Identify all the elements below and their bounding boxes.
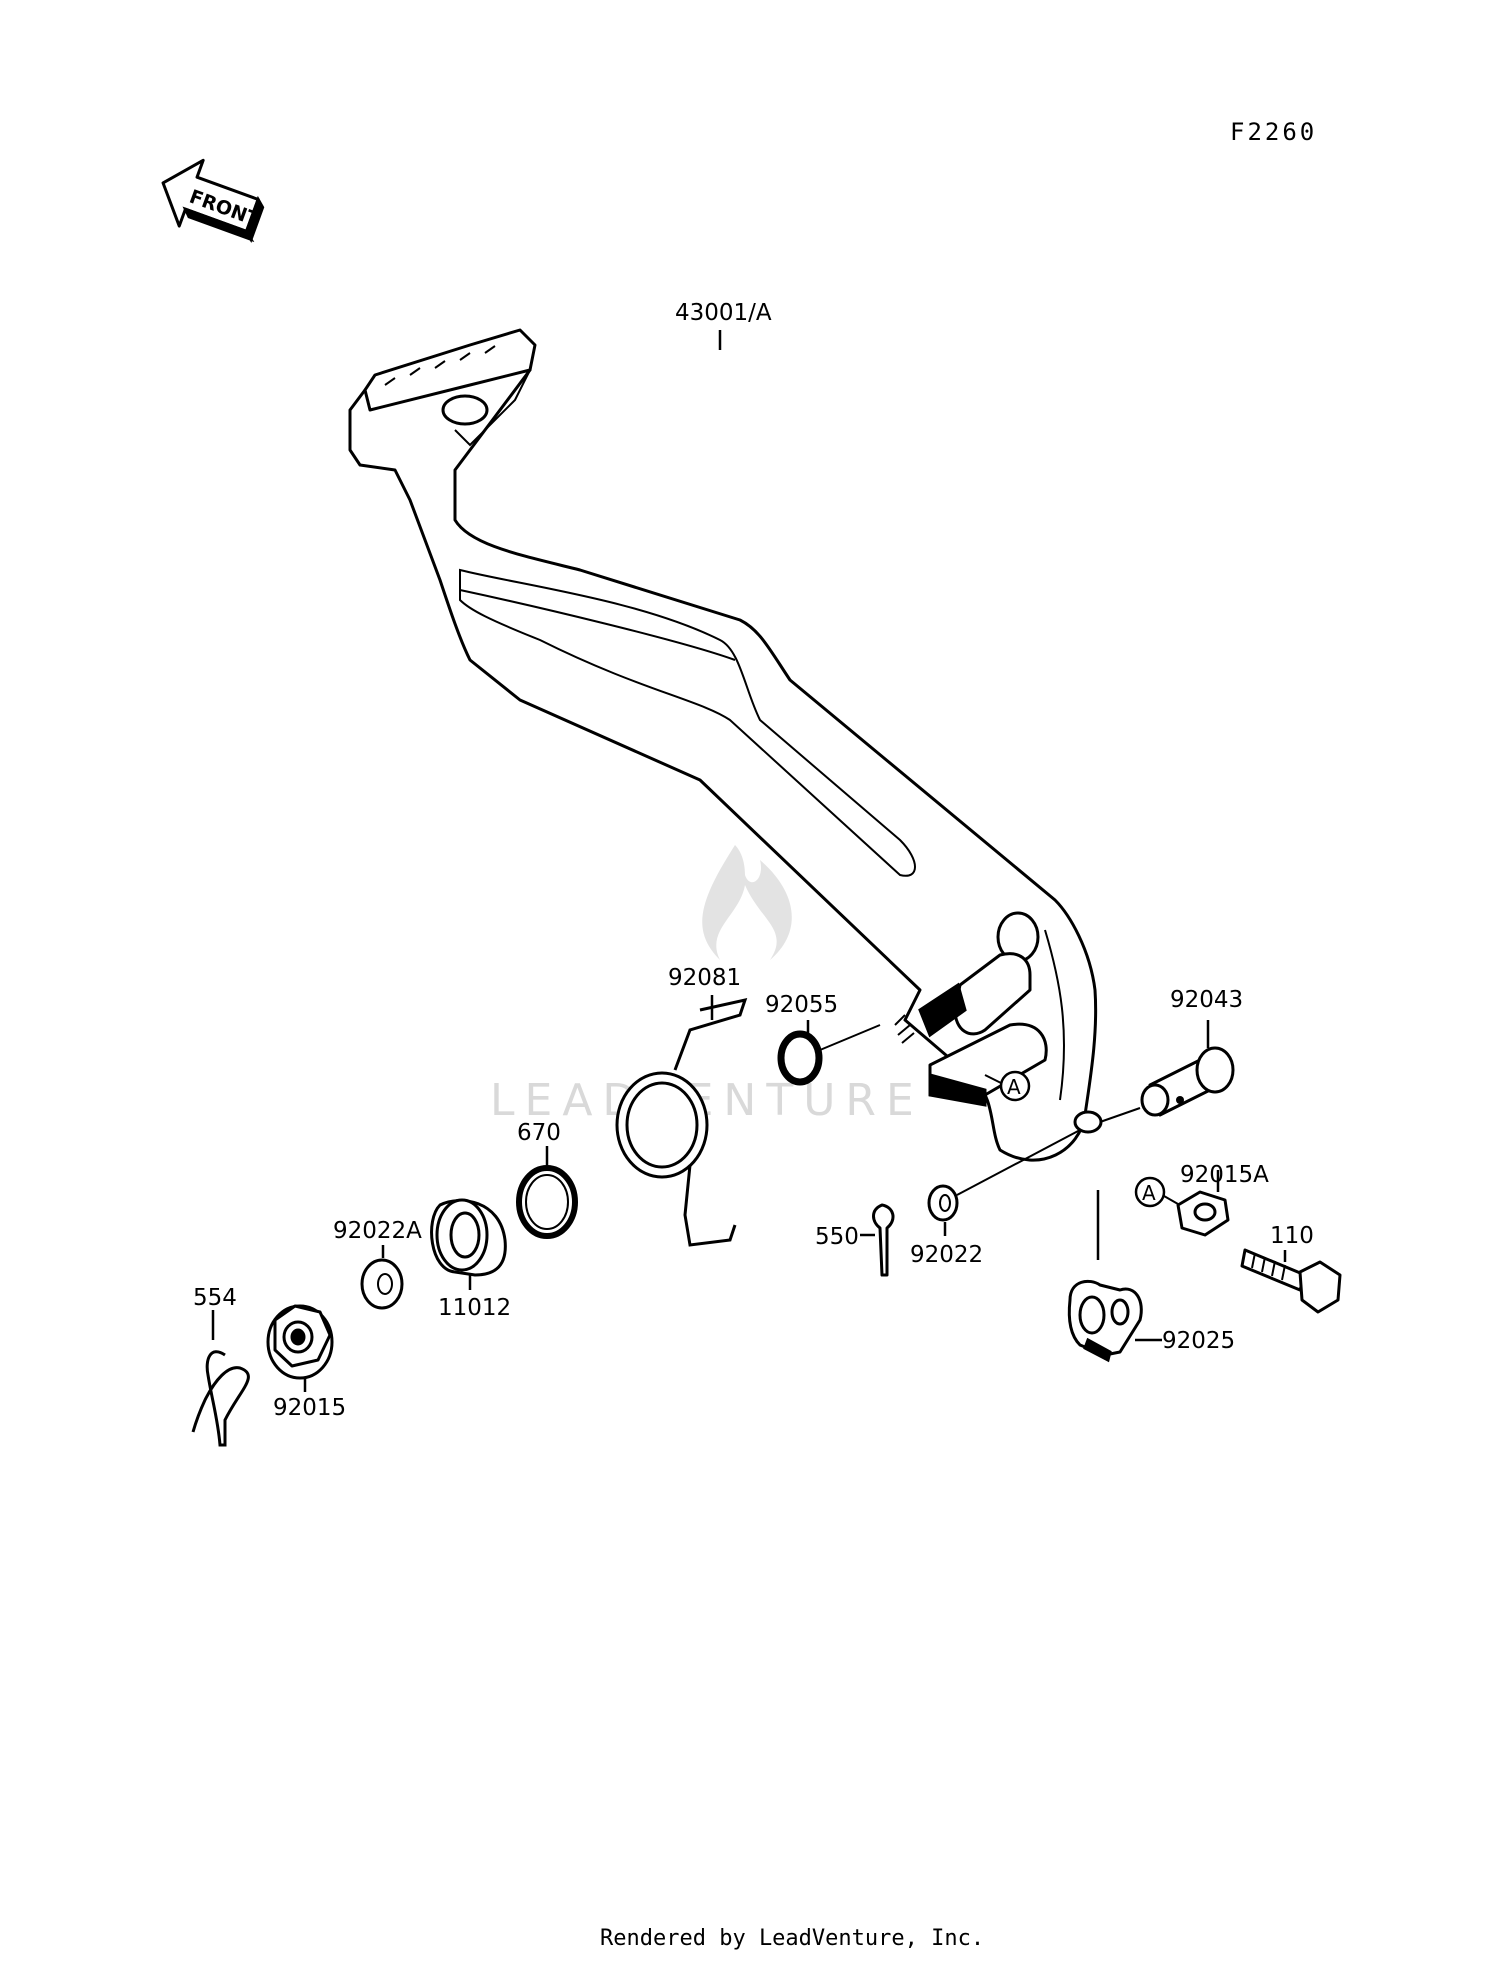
seal-11012: [430, 1198, 507, 1277]
o-ring-92055: [777, 1024, 881, 1086]
bolt-110: [1240, 1248, 1342, 1314]
ref-marker-a-cam: A: [984, 1070, 1031, 1102]
ref-marker-a-nut: A: [1134, 1176, 1179, 1208]
bracket-92025: [1067, 1190, 1143, 1363]
label-110: 110: [1270, 1223, 1314, 1249]
washer-92022: [927, 1129, 1081, 1222]
front-arrow: FRONT: [161, 158, 265, 243]
o-ring-670: [516, 1165, 578, 1239]
cotter-pin-550: [872, 1203, 895, 1277]
watermark-flame-icon: [702, 845, 792, 960]
spring-92081: [615, 997, 748, 1247]
label-92025: 92025: [1162, 1328, 1235, 1354]
label-92055: 92055: [765, 992, 838, 1018]
label-43001A: 43001/A: [675, 300, 772, 326]
nut-92015A: [1176, 1190, 1230, 1237]
svg-text:A: A: [1007, 1075, 1021, 1099]
flange-nut-92015: [266, 1304, 334, 1380]
label-550: 550: [815, 1224, 859, 1250]
r-clip-554: [191, 1350, 250, 1447]
svg-text:A: A: [1142, 1181, 1156, 1205]
label-92022A: 92022A: [333, 1218, 422, 1244]
clevis-pin-92043: [1099, 1046, 1235, 1123]
label-92081: 92081: [668, 965, 741, 991]
label-92015A: 92015A: [1180, 1162, 1269, 1188]
label-92015: 92015: [273, 1395, 346, 1421]
brake-pedal-part: [348, 328, 1103, 1162]
label-92022: 92022: [910, 1242, 983, 1268]
label-11012: 11012: [438, 1295, 511, 1321]
washer-92022A: [360, 1258, 404, 1310]
label-670: 670: [517, 1120, 561, 1146]
diagram-code: F2260: [1230, 118, 1317, 146]
label-554: 554: [193, 1285, 237, 1311]
label-92043: 92043: [1170, 987, 1243, 1013]
footer-credit: Rendered by LeadVenture, Inc.: [600, 1926, 984, 1951]
